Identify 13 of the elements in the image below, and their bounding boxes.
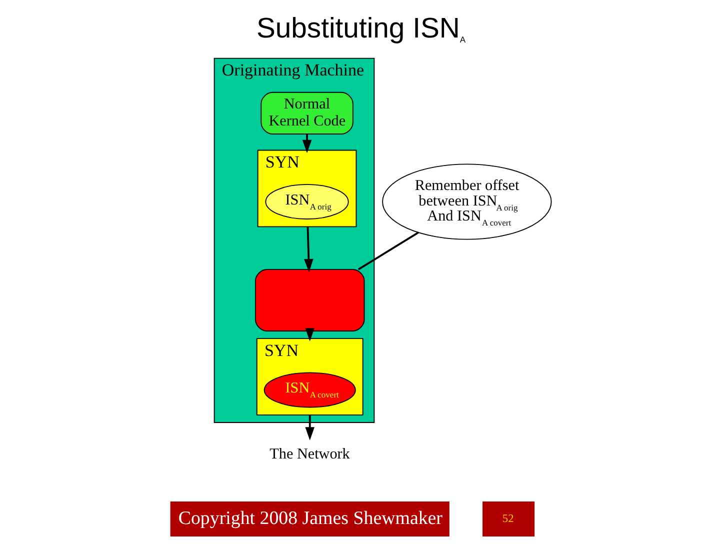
label: 52 xyxy=(502,512,514,525)
node-box: Normal Kernel Code xyxy=(260,92,354,134)
diagram-title: Substituting ISN$_{A}$ xyxy=(256,12,466,44)
node-ellipse: Remember offset between ISN$_{A orig}$ And ISN$_{A covert}$ xyxy=(382,164,552,240)
label: Copyright 2008 James Shewmaker xyxy=(178,508,442,529)
node-text: The Network xyxy=(270,446,350,462)
arrow xyxy=(305,328,314,342)
node-ellipse: ISN$_{A covert}$ xyxy=(264,372,356,408)
node-ellipse: ISN$_{A orig}$ xyxy=(265,184,349,220)
arrow xyxy=(304,226,314,272)
arrow xyxy=(302,134,312,154)
connector xyxy=(358,232,419,270)
arrow xyxy=(305,414,314,440)
